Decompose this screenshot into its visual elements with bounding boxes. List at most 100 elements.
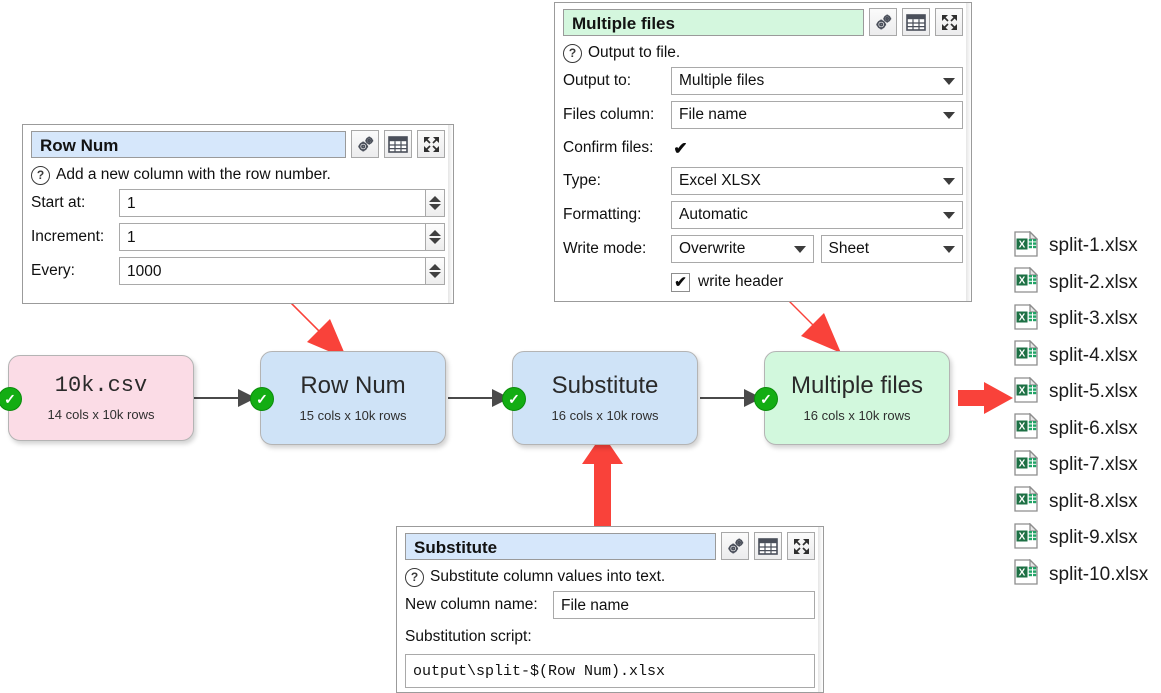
partial-combo-left[interactable] — [671, 301, 814, 302]
write-mode-select[interactable]: Overwrite — [671, 235, 814, 263]
chevron-down-icon — [943, 245, 955, 253]
status-badge: ✓ — [502, 387, 526, 411]
start-at-input[interactable]: 1 — [119, 189, 426, 217]
substitution-script-input[interactable]: output\split-$(Row Num).xlsx — [405, 654, 815, 688]
expand-icon[interactable] — [417, 130, 445, 158]
write-target-value: Sheet — [828, 240, 870, 257]
list-item[interactable]: X split-9.xlsx — [1014, 520, 1148, 557]
new-column-name-input[interactable]: File name — [553, 591, 815, 619]
table-icon[interactable] — [754, 532, 782, 560]
field-new-column-name: New column name: File name — [405, 590, 815, 620]
write-header-label: write header — [698, 273, 784, 290]
multiple-files-help-text: Output to file. — [588, 44, 681, 61]
field-type: Type: Excel XLSX — [563, 166, 963, 196]
field-files-column: Files column: File name — [563, 100, 963, 130]
flow-node-subtitle: 16 cols x 10k rows — [803, 408, 911, 423]
formatting-label: Formatting: — [563, 206, 642, 223]
field-write-mode: Write mode: Overwrite Sheet — [563, 234, 963, 264]
gears-icon[interactable] — [869, 8, 897, 36]
panel-substitute[interactable]: Substitute — [396, 526, 824, 693]
list-item[interactable]: X split-8.xlsx — [1014, 484, 1148, 521]
table-icon[interactable] — [902, 8, 930, 36]
start-at-stepper[interactable] — [426, 189, 445, 217]
formatting-select[interactable]: Automatic — [671, 201, 963, 229]
substitute-name-input[interactable]: Substitute — [405, 532, 716, 560]
panel-row-num[interactable]: Row Num — [22, 124, 454, 304]
files-column-select[interactable]: File name — [671, 101, 963, 129]
substitute-title-row: Substitute — [405, 532, 815, 560]
files-column-label: Files column: — [563, 106, 655, 123]
svg-text:X: X — [1019, 458, 1026, 469]
row-num-name-input[interactable]: Row Num — [31, 130, 346, 158]
chevron-down-icon — [943, 211, 955, 219]
list-item[interactable]: X split-10.xlsx — [1014, 557, 1148, 594]
table-icon[interactable] — [384, 130, 412, 158]
excel-file-icon: X — [1014, 558, 1039, 590]
file-name: split-1.xlsx — [1049, 235, 1138, 257]
flow-node-title: Substitute — [551, 372, 659, 399]
svg-text:X: X — [1019, 239, 1026, 250]
help-icon[interactable]: ? — [563, 43, 582, 63]
help-icon[interactable]: ? — [31, 165, 50, 185]
substitute-help-text: Substitute column values into text. — [430, 568, 666, 585]
list-item[interactable]: X split-2.xlsx — [1014, 265, 1148, 302]
row-num-title-row: Row Num — [31, 130, 445, 158]
increment-label: Increment: — [31, 228, 105, 245]
increment-input[interactable]: 1 — [119, 223, 426, 251]
increment-stepper[interactable] — [426, 223, 445, 251]
write-target-select[interactable]: Sheet — [820, 235, 963, 263]
flow-node-substitute[interactable]: ✓ Substitute 16 cols x 10k rows — [502, 351, 698, 445]
expand-icon[interactable] — [787, 532, 815, 560]
panel-multiple-files[interactable]: Multiple files — [554, 2, 972, 302]
red-arrow-up-substitute — [582, 434, 623, 533]
field-start-at: Start at: 1 — [31, 188, 445, 218]
type-label: Type: — [563, 172, 601, 189]
file-name: split-9.xlsx — [1049, 527, 1138, 549]
write-mode-label: Write mode: — [563, 240, 647, 257]
flow-node-row-num[interactable]: ✓ Row Num 15 cols x 10k rows — [250, 351, 446, 445]
list-item[interactable]: X split-3.xlsx — [1014, 301, 1148, 338]
gears-icon[interactable] — [351, 130, 379, 158]
file-name: split-6.xlsx — [1049, 417, 1138, 439]
excel-file-icon: X — [1014, 412, 1039, 444]
flow-node-subtitle: 16 cols x 10k rows — [551, 408, 659, 423]
file-name: split-4.xlsx — [1049, 344, 1138, 366]
status-badge: ✓ — [0, 387, 22, 411]
excel-file-icon: X — [1014, 339, 1039, 371]
svg-text:X: X — [1019, 276, 1026, 287]
every-input[interactable]: 1000 — [119, 257, 426, 285]
output-file-list: X split-1.xlsx X — [1014, 228, 1148, 593]
list-item[interactable]: X split-7.xlsx — [1014, 447, 1148, 484]
field-write-header: ✔ write header — [563, 268, 963, 296]
field-increment: Increment: 1 — [31, 222, 445, 252]
help-icon[interactable]: ? — [405, 567, 424, 587]
new-column-name-label: New column name: — [405, 596, 538, 613]
flow-node-multiple-files[interactable]: ✓ Multiple files 16 cols x 10k rows — [754, 351, 950, 445]
write-header-checkbox[interactable]: ✔ — [671, 272, 690, 292]
file-name: split-2.xlsx — [1049, 271, 1138, 293]
output-to-label: Output to: — [563, 72, 632, 89]
list-item[interactable]: X split-4.xlsx — [1014, 338, 1148, 375]
substitute-help: ? Substitute column values into text. — [405, 564, 815, 590]
field-every: Every: 1000 — [31, 256, 445, 286]
type-select[interactable]: Excel XLSX — [671, 167, 963, 195]
output-to-select[interactable]: Multiple files — [671, 67, 963, 95]
flow-node-title: Row Num — [300, 372, 406, 399]
flow-node-subtitle: 14 cols x 10k rows — [47, 407, 155, 422]
excel-file-icon: X — [1014, 522, 1039, 554]
flow-node-10k-csv[interactable]: ✓ 10k.csv 14 cols x 10k rows — [0, 355, 194, 441]
status-badge: ✓ — [250, 387, 274, 411]
list-item[interactable]: X split-1.xlsx — [1014, 228, 1148, 265]
gears-icon[interactable] — [721, 532, 749, 560]
every-stepper[interactable] — [426, 257, 445, 285]
expand-icon[interactable] — [935, 8, 963, 36]
file-name: split-7.xlsx — [1049, 454, 1138, 476]
list-item[interactable]: X split-5.xlsx — [1014, 374, 1148, 411]
partial-combo-right[interactable] — [821, 301, 964, 302]
list-item[interactable]: X split-6.xlsx — [1014, 411, 1148, 448]
excel-file-icon: X — [1014, 376, 1039, 408]
field-output-to: Output to: Multiple files — [563, 66, 963, 96]
file-name: split-10.xlsx — [1049, 563, 1149, 585]
confirm-files-checkbox[interactable]: ✔ — [673, 138, 688, 158]
multiple-files-name-input[interactable]: Multiple files — [563, 8, 864, 36]
